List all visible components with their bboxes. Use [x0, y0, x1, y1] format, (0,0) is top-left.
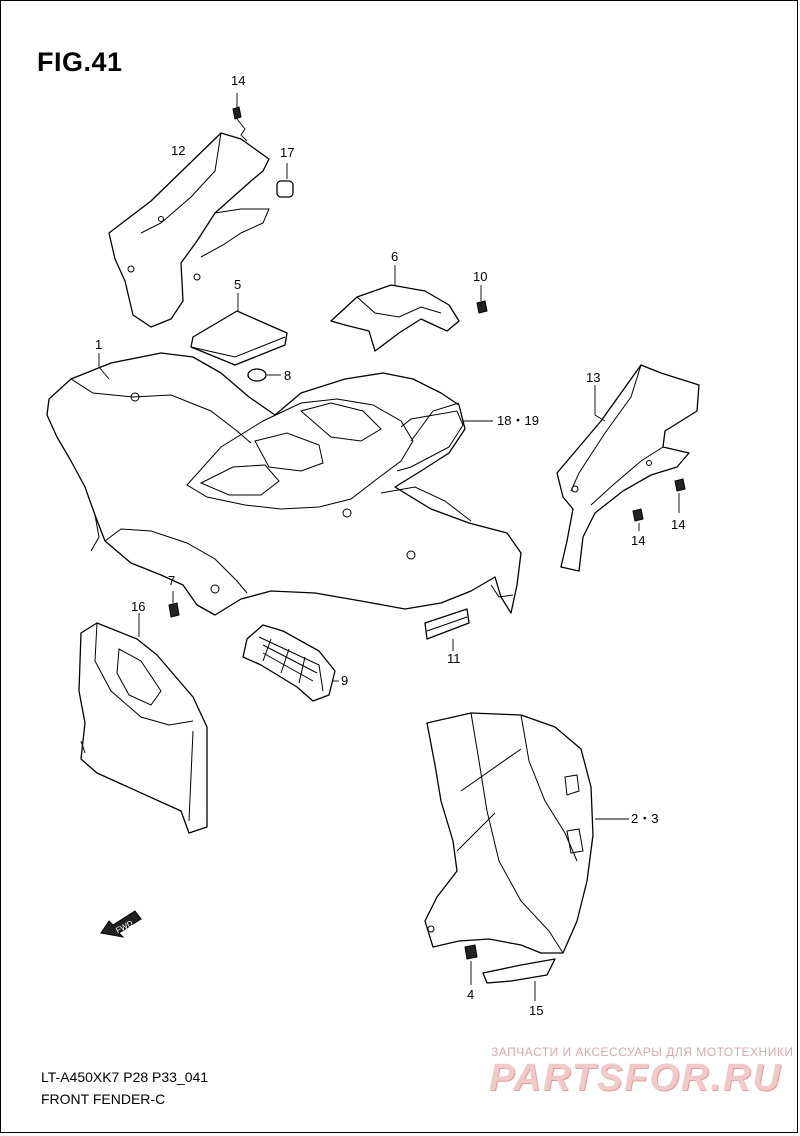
- callout-14-top: 14: [231, 73, 245, 88]
- model-code: LT-A450XK7 P28 P33_041: [41, 1069, 209, 1085]
- callout-13: 13: [586, 370, 600, 385]
- callout-1: 1: [95, 337, 102, 352]
- callout-4: 4: [467, 987, 474, 1002]
- fwd-arrow-icon: [100, 910, 142, 938]
- callout-16: 16: [131, 599, 145, 614]
- callout-14-lower: 14: [631, 533, 645, 548]
- callout-8: 8: [284, 368, 291, 383]
- callout-9: 9: [341, 673, 348, 688]
- figure-title: FIG.41: [37, 47, 123, 77]
- part-9-grille[interactable]: [242, 624, 339, 702]
- part-6-inner-cover[interactable]: [330, 265, 460, 352]
- part-11-reflector[interactable]: [424, 608, 470, 651]
- watermark-logo: PARTSFOR.RU: [489, 1057, 782, 1099]
- callout-10: 10: [473, 269, 487, 284]
- callout-15: 15: [529, 1003, 543, 1018]
- callout-6: 6: [391, 249, 398, 264]
- part-1-front-fender[interactable]: [46, 352, 522, 616]
- part-7-bolt[interactable]: [168, 591, 180, 618]
- callout-12: 12: [171, 143, 185, 158]
- part-16-mud-guard[interactable]: [78, 613, 208, 834]
- part-10-bolt[interactable]: [476, 285, 488, 314]
- part-15-trim[interactable]: [482, 958, 556, 1001]
- callout-11: 11: [447, 651, 461, 666]
- part-12-panel[interactable]: [108, 132, 270, 328]
- part-14-screw-lower[interactable]: [632, 508, 644, 531]
- part-17-grommet[interactable]: [276, 163, 294, 198]
- callout-2-3: 2・3: [631, 811, 658, 826]
- part-14-screw-top[interactable]: [232, 93, 248, 142]
- figure-name: FRONT FENDER-C: [41, 1091, 166, 1107]
- callout-14-right: 14: [671, 517, 685, 532]
- callout-5: 5: [234, 277, 241, 292]
- part-13-panel[interactable]: [556, 364, 700, 572]
- watermark-subtitle: ЗАПЧАСТИ И АКСЕССУАРЫ ДЛЯ МОТОТЕХНИКИ: [491, 1045, 794, 1059]
- part-8-grommet[interactable]: [247, 368, 281, 382]
- part-5-cover[interactable]: [190, 293, 288, 366]
- callout-7: 7: [168, 573, 175, 588]
- part-4-bolt[interactable]: [464, 944, 478, 985]
- callout-17: 17: [280, 145, 294, 160]
- part-2-3-splash-guard[interactable]: [424, 712, 629, 954]
- part-14-screw-right[interactable]: [674, 478, 686, 513]
- callout-18-19: 18・19: [497, 413, 539, 428]
